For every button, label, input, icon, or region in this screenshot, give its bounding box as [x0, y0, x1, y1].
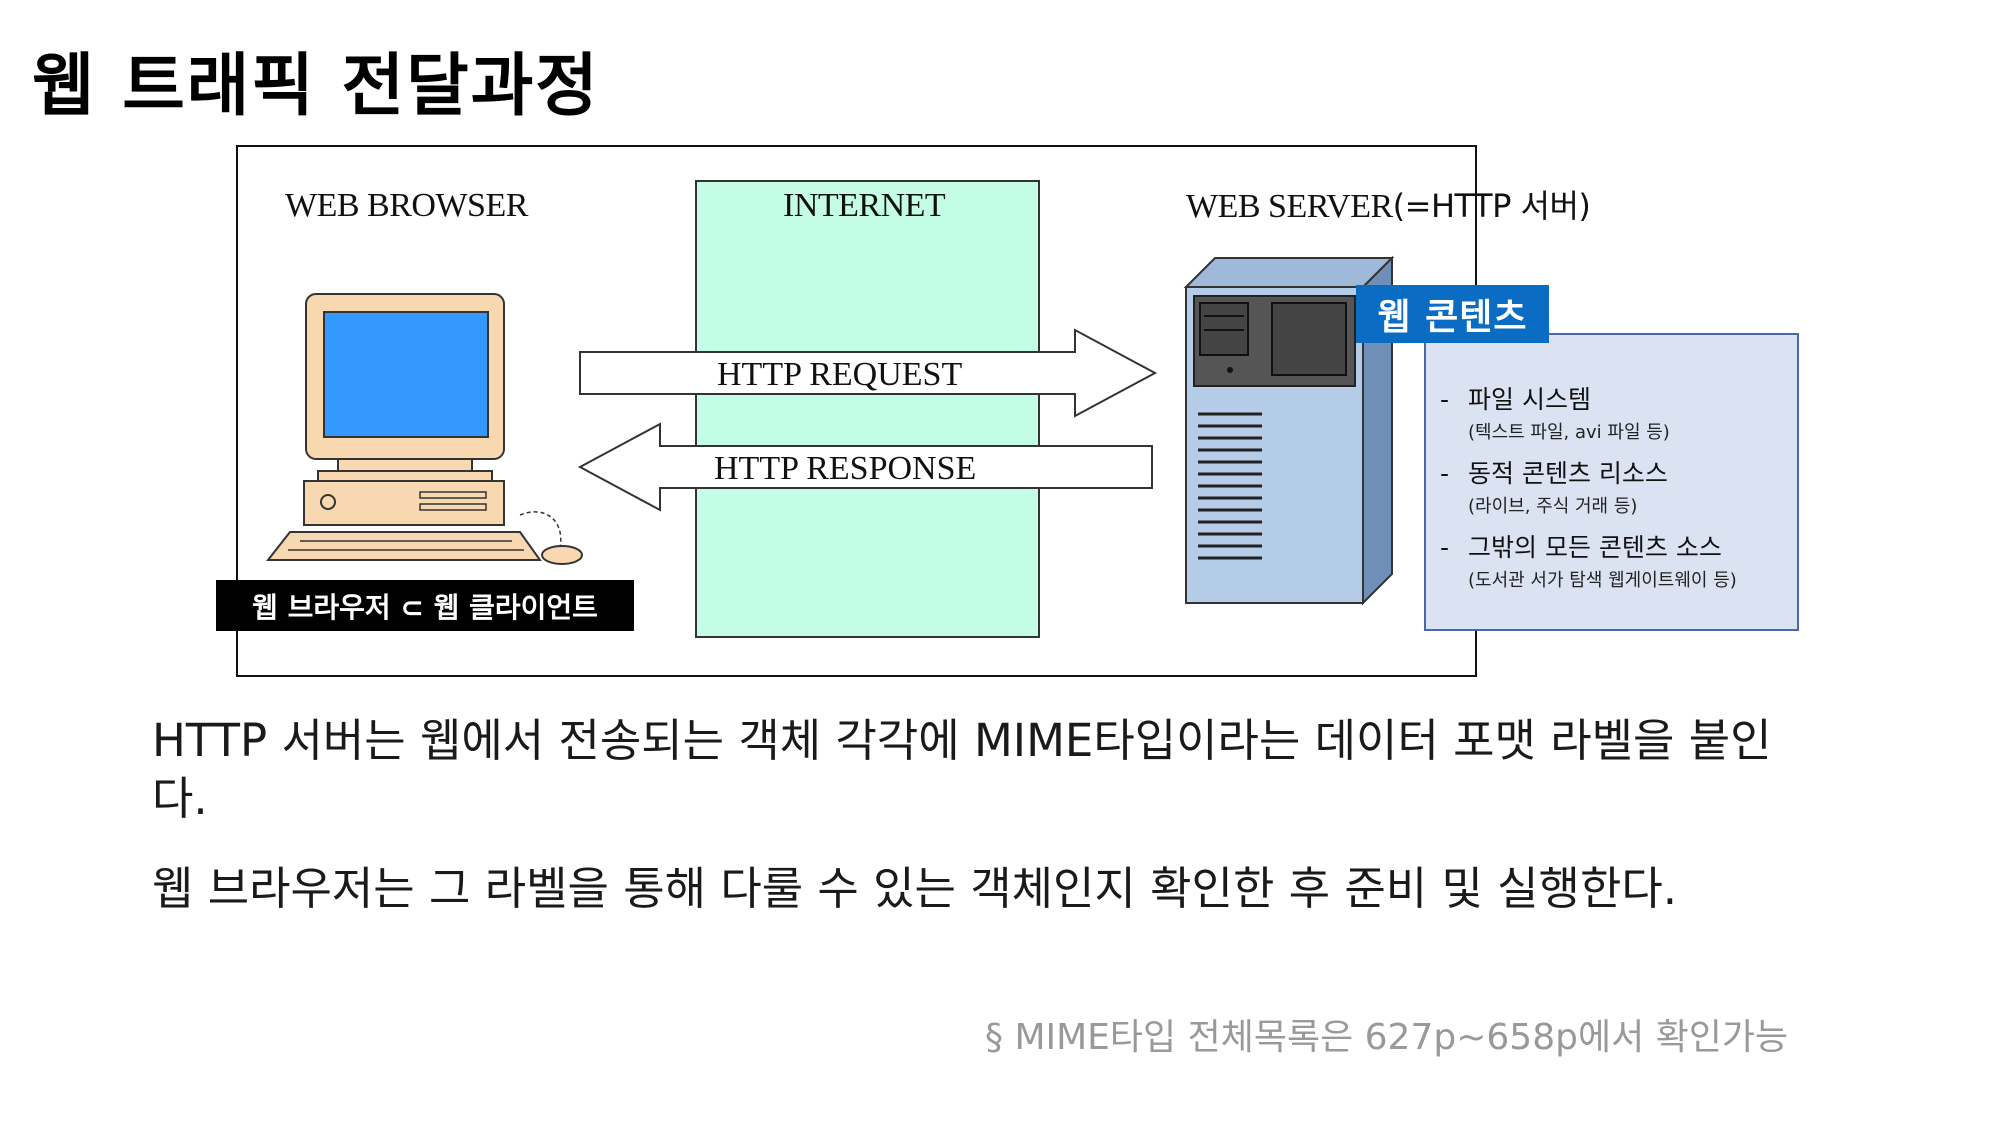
content-item-sub: (도서관 서가 탐색 웹게이트웨이 등)	[1468, 570, 1737, 591]
content-item-main: 동적 콘텐츠 리소스	[1468, 459, 1668, 488]
web-content-panel	[1424, 333, 1799, 631]
bullet-dash: -	[1440, 385, 1450, 414]
request-arrow	[579, 328, 1158, 418]
server-label-suffix: (=HTTP 서버)	[1392, 187, 1591, 225]
content-item: -그밖의 모든 콘텐츠 소스 (도서관 서가 탐색 웹게이트웨이 등)	[1440, 528, 1737, 592]
server-vent-lines	[1198, 412, 1262, 560]
content-item-sub: (라이브, 주식 거래 등)	[1468, 496, 1638, 517]
content-item: -파일 시스템 (텍스트 파일, avi 파일 등)	[1440, 380, 1670, 444]
content-item-main: 그밖의 모든 콘텐츠 소스	[1468, 533, 1722, 562]
paragraph-mime-labels: HTTP 서버는 웹에서 전송되는 객체 각각에 MIME타입이라는 데이터 포…	[152, 714, 1772, 825]
page-title: 웹 트래픽 전달과정	[32, 47, 600, 126]
internet-label: INTERNET	[783, 187, 946, 224]
http-response-label: HTTP RESPONSE	[714, 450, 977, 487]
bullet-dash: -	[1440, 459, 1450, 488]
desktop-computer-icon	[265, 293, 583, 565]
server-label-main: WEB SERVER	[1186, 188, 1393, 225]
bullet-dash: -	[1440, 533, 1450, 562]
content-item: -동적 콘텐츠 리소스 (라이브, 주식 거래 등)	[1440, 454, 1668, 518]
client-caption: 웹 브라우저 ⊂ 웹 클라이언트	[216, 580, 634, 631]
content-item-main: 파일 시스템	[1468, 385, 1591, 414]
server-label: WEB SERVER(=HTTP 서버)	[1186, 181, 1591, 227]
server-tower-icon	[1183, 255, 1395, 606]
content-item-sub: (텍스트 파일, avi 파일 등)	[1468, 422, 1670, 443]
web-content-header: 웹 콘텐츠	[1356, 285, 1549, 343]
footnote: § MIME타입 전체목록은 627p~658p에서 확인가능	[985, 1017, 1789, 1058]
response-arrow	[577, 422, 1153, 512]
browser-label: WEB BROWSER	[285, 187, 528, 224]
paragraph-browser-handling: 웹 브라우저는 그 라벨을 통해 다룰 수 있는 객체인지 확인한 후 준비 및…	[152, 862, 1678, 915]
http-request-label: HTTP REQUEST	[717, 356, 963, 393]
internet-region	[695, 180, 1040, 638]
